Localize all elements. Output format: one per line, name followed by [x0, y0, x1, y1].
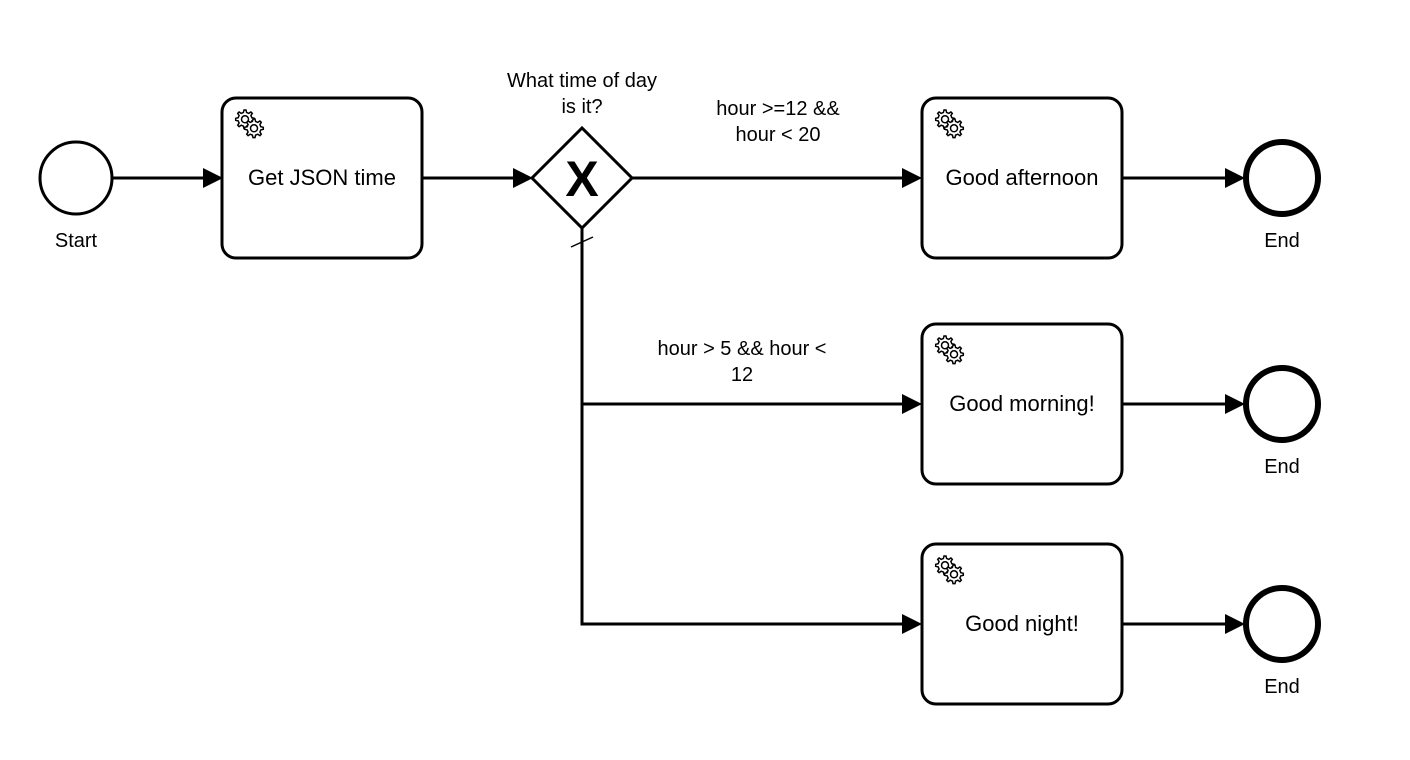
task-good-morning[interactable] [920, 322, 1124, 486]
sequence-flows [113, 168, 1245, 634]
task-good-night[interactable] [920, 542, 1124, 706]
task-label-good-morning: Good morning! [949, 391, 1095, 416]
gateway-marker: X [565, 151, 598, 207]
condition-label-morning: hour > 5 && hour < 12 [657, 338, 827, 386]
end-label-night: End [1264, 676, 1300, 698]
condition-label-afternoon: hour >=12 && hour < 20 [716, 98, 840, 146]
task-get-json-time[interactable] [220, 96, 424, 260]
arrowhead [1225, 614, 1245, 634]
exclusive-gateway[interactable] [529, 125, 635, 231]
flow-gateway-to-night-default [580, 404, 903, 626]
end-label-afternoon: End [1264, 230, 1300, 252]
end-event-night[interactable] [1243, 585, 1321, 663]
start-label: Start [54, 230, 98, 252]
task-label-good-afternoon: Good afternoon [945, 165, 1099, 190]
arrowhead [902, 394, 922, 414]
task-good-afternoon[interactable] [920, 96, 1124, 260]
end-event-afternoon[interactable] [1243, 139, 1321, 217]
end-event-morning[interactable] [1243, 365, 1321, 443]
arrowhead [203, 168, 223, 188]
arrowhead [1225, 394, 1245, 414]
end-label-morning: End [1264, 456, 1300, 478]
start-event[interactable] [38, 140, 114, 216]
default-flow-marker [570, 236, 594, 248]
arrowhead [902, 614, 922, 634]
gateway-label: What time of day is it? [506, 70, 658, 118]
task-label-good-night: Good night! [965, 611, 1079, 636]
arrowhead [513, 168, 533, 188]
task-label-get-json-time: Get JSON time [248, 165, 396, 190]
arrowhead [902, 168, 922, 188]
arrowhead [1225, 168, 1245, 188]
